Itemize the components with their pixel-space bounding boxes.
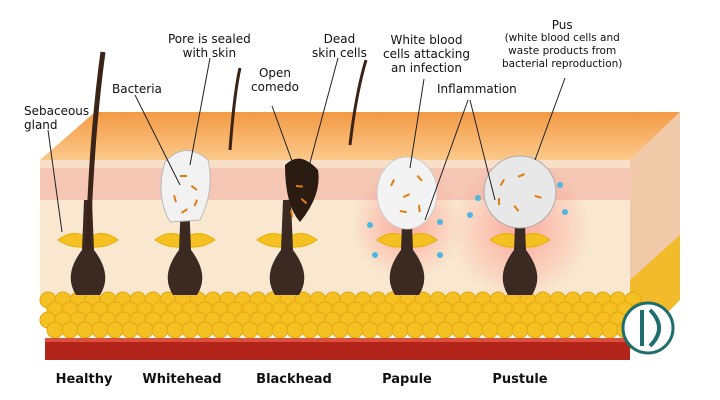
whitehead-plug	[160, 150, 211, 223]
bacteria-speck	[498, 198, 501, 206]
stage-whitehead: Whitehead	[142, 372, 222, 387]
hair-follicle	[376, 200, 438, 295]
blackhead-plug	[285, 158, 319, 222]
bacteria-speck	[399, 210, 407, 214]
bacteria-speck	[418, 205, 421, 213]
bacteria-speck	[390, 179, 395, 187]
bacteria-speck	[190, 185, 198, 191]
bacteria-speck	[300, 198, 308, 205]
white-blood-cell	[467, 212, 473, 218]
bacteria-speck	[290, 209, 294, 218]
leader-lines	[47, 57, 566, 233]
bacteria-speck	[402, 193, 410, 199]
bacteria-speck	[499, 178, 505, 187]
hair-follicle	[256, 200, 318, 295]
white-blood-cell	[372, 252, 378, 258]
stage-healthy: Healthy	[55, 372, 113, 387]
muscle-layer	[45, 338, 630, 360]
bacteria-speck	[416, 175, 423, 182]
label-inflammation: Inflammation	[437, 82, 517, 96]
white-blood-cell	[475, 195, 481, 201]
hair	[85, 51, 106, 251]
bacteria-speck	[193, 199, 198, 207]
stage-blackhead: Blackhead	[256, 372, 332, 387]
bacteria-speck	[180, 175, 187, 177]
hair	[348, 59, 368, 146]
hair-follicle	[154, 200, 216, 295]
white-blood-cell	[562, 209, 568, 215]
bacteria-speck	[534, 195, 542, 199]
bacteria-speck	[295, 185, 303, 188]
white-blood-cell	[557, 182, 563, 188]
hair-follicle	[489, 200, 551, 295]
hair	[228, 67, 242, 151]
fat-layer	[39, 291, 649, 339]
pustule-lesion	[483, 155, 557, 229]
bacteria-speck	[181, 208, 189, 214]
bacteria-speck	[517, 173, 525, 178]
white-blood-cell	[437, 252, 443, 258]
bacteria-speck	[513, 205, 520, 212]
stage-pustule: Pustule	[492, 372, 548, 387]
skin-surface	[40, 112, 680, 160]
white-blood-cell	[437, 219, 443, 225]
white-blood-cell	[367, 222, 373, 228]
label-bacteria: Bacteria	[112, 82, 162, 96]
stage-papule: Papule	[382, 372, 432, 387]
bacteria-speck	[173, 195, 177, 203]
logo	[621, 301, 675, 355]
papule-lesion	[376, 156, 438, 230]
